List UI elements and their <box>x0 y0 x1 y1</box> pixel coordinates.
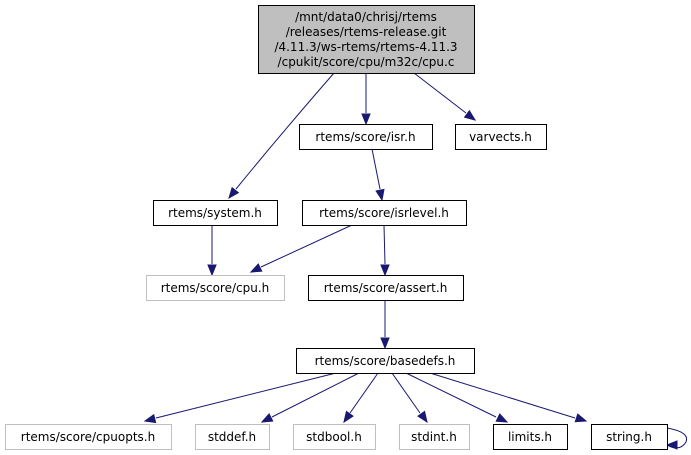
edge-line <box>391 372 421 414</box>
edge-root-to-isr <box>361 73 371 126</box>
node-box <box>299 124 433 150</box>
edge-isrlevel-to-cpu <box>249 224 353 273</box>
node-label: stdint.h <box>411 430 457 444</box>
arrowhead-icon <box>375 188 385 202</box>
arrowhead-icon <box>249 263 263 273</box>
edge-line <box>235 72 335 190</box>
edge-line <box>371 148 381 190</box>
arrowhead-icon <box>143 413 157 424</box>
edge-line <box>383 224 386 265</box>
node-string[interactable]: string.h <box>591 424 668 450</box>
node-stdbool[interactable]: stdbool.h <box>293 424 376 450</box>
node-isr[interactable]: rtems/score/isr.h <box>299 124 433 150</box>
edge-root-to-varvects <box>413 72 477 121</box>
node-varvects[interactable]: varvects.h <box>455 124 547 150</box>
node-label: rtems/score/basedefs.h <box>315 354 456 368</box>
edge-line <box>349 372 379 414</box>
node-label: /cpukit/score/cpu/m32c/cpu.c <box>278 55 455 69</box>
arrowhead-icon <box>380 264 390 277</box>
node-box <box>399 424 470 450</box>
arrowhead-icon <box>343 410 354 424</box>
node-stdint[interactable]: stdint.h <box>399 424 470 450</box>
node-isrlevel[interactable]: rtems/score/isrlevel.h <box>302 200 467 226</box>
edge-line <box>260 224 353 268</box>
node-label: /4.11.3/ws-rtems/rtems-4.11.3 <box>274 40 457 54</box>
edge-assert-to-basedefs <box>380 300 390 350</box>
edge-line <box>413 72 467 114</box>
node-label: varvects.h <box>469 130 532 144</box>
node-label: rtems/system.h <box>168 206 262 220</box>
arrowhead-icon <box>574 413 588 423</box>
node-label: rtems/score/isrlevel.h <box>319 206 449 220</box>
node-cpu[interactable]: rtems/score/cpu.h <box>146 275 285 301</box>
node-cpuopts[interactable]: rtems/score/cpuopts.h <box>5 424 172 450</box>
node-limits[interactable]: limits.h <box>493 424 568 450</box>
arrowhead-icon <box>380 337 390 350</box>
arrowhead-icon <box>361 113 371 126</box>
edge-system-to-cpu <box>207 225 217 277</box>
edge-line <box>429 372 576 419</box>
nodes-layer: /mnt/data0/chrisj/rtems/releases/rtems-r… <box>5 5 668 450</box>
node-label: stddef.h <box>208 430 256 444</box>
node-label: stdbool.h <box>306 430 362 444</box>
node-box <box>455 124 547 150</box>
node-label: rtems/score/cpu.h <box>161 281 270 295</box>
arrowhead-icon <box>665 440 678 450</box>
node-box <box>146 275 285 301</box>
node-stddef[interactable]: stddef.h <box>195 424 270 450</box>
node-box <box>258 5 475 74</box>
edge-line <box>155 372 337 419</box>
node-box <box>296 348 475 374</box>
edge-string-to-string <box>665 427 688 450</box>
edge-basedefs-to-cpuopts <box>143 372 337 424</box>
edge-line <box>405 372 497 418</box>
edge-root-to-system <box>228 72 335 200</box>
arrowhead-icon <box>417 410 428 424</box>
edge-basedefs-to-limits <box>405 372 509 423</box>
edge-basedefs-to-string <box>429 372 588 423</box>
node-box <box>308 275 464 301</box>
node-box <box>493 424 568 450</box>
arrowhead-icon <box>260 413 274 423</box>
node-box <box>293 424 376 450</box>
node-label: /mnt/data0/chrisj/rtems <box>295 10 437 24</box>
node-label: /releases/rtems-release.git <box>286 25 447 39</box>
node-basedefs[interactable]: rtems/score/basedefs.h <box>296 348 475 374</box>
arrowhead-icon <box>495 413 509 423</box>
node-label: string.h <box>606 430 652 444</box>
arrowhead-icon <box>463 109 477 121</box>
arrowhead-icon <box>228 186 240 200</box>
node-box <box>153 200 278 226</box>
edge-line <box>271 372 360 418</box>
edge-basedefs-to-stddef <box>260 372 360 423</box>
node-box <box>195 424 270 450</box>
node-root[interactable]: /mnt/data0/chrisj/rtems/releases/rtems-r… <box>258 5 475 74</box>
node-box <box>591 424 668 450</box>
node-box <box>302 200 467 226</box>
node-label: limits.h <box>508 430 552 444</box>
node-label: rtems/score/isr.h <box>315 130 415 144</box>
edges-layer <box>143 72 688 450</box>
node-system[interactable]: rtems/system.h <box>153 200 278 226</box>
edge-basedefs-to-stdint <box>391 372 428 424</box>
edge-isrlevel-to-assert <box>380 224 390 277</box>
arrowhead-icon <box>207 264 217 277</box>
edge-isr-to-isrlevel <box>371 148 385 202</box>
node-label: rtems/score/cpuopts.h <box>21 430 155 444</box>
node-assert[interactable]: rtems/score/assert.h <box>308 275 464 301</box>
node-box <box>5 424 172 450</box>
edge-basedefs-to-stdbool <box>343 372 379 424</box>
node-label: rtems/score/assert.h <box>324 281 448 295</box>
